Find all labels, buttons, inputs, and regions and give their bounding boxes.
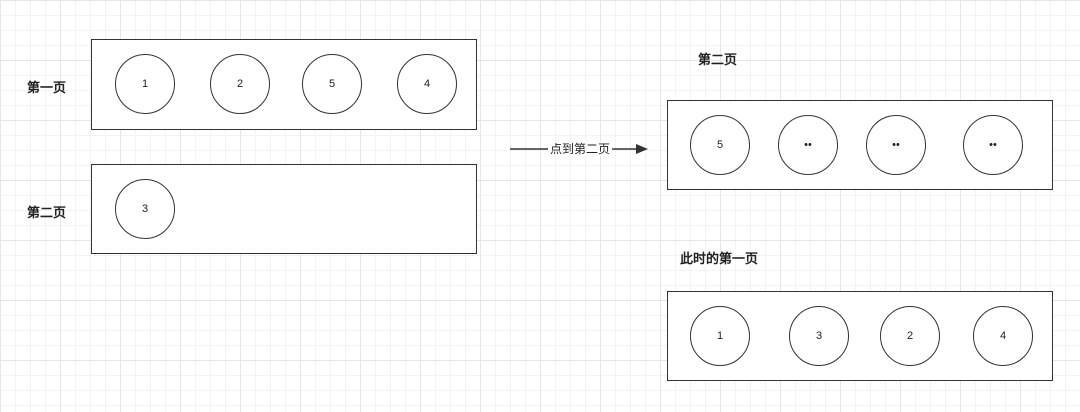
right-page2-box: 5 •• •• •• — [667, 100, 1053, 190]
right-page2-item-1: 5 — [690, 115, 750, 175]
left-page1-item-4: 4 — [397, 54, 457, 114]
right-page1-item-2: 3 — [789, 306, 849, 366]
left-page1-item-3: 5 — [302, 54, 362, 114]
left-page2-box: 3 — [91, 164, 477, 254]
right-page2-label: 第二页 — [698, 53, 738, 68]
right-page1-item-4: 4 — [973, 306, 1033, 366]
right-page1-item-3: 2 — [880, 306, 940, 366]
right-page1-now-label: 此时的第一页 — [680, 252, 759, 267]
transition-arrow-label: 点到第二页 — [548, 142, 613, 156]
left-page1-item-1: 1 — [115, 54, 175, 114]
right-page2-item-4: •• — [963, 115, 1023, 175]
left-page1-item-2: 2 — [210, 54, 270, 114]
right-page2-item-2: •• — [778, 115, 838, 175]
left-page2-label: 第二页 — [27, 206, 67, 221]
right-page1-now-box: 1 3 2 4 — [667, 291, 1053, 381]
right-page2-item-3: •• — [866, 115, 926, 175]
left-page1-label: 第一页 — [27, 81, 67, 96]
right-page1-item-1: 1 — [690, 306, 750, 366]
left-page1-box: 1 2 5 4 — [91, 39, 477, 130]
left-page2-item-1: 3 — [115, 179, 175, 239]
